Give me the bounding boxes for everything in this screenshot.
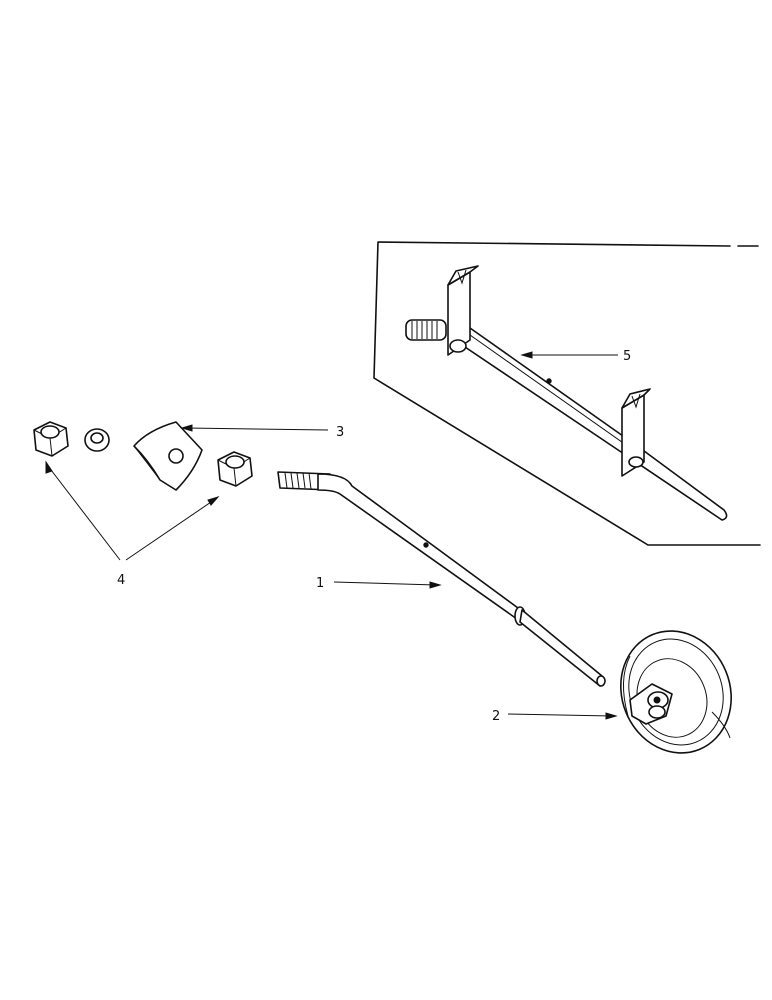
part-4-hex-nut-left [33, 421, 69, 457]
part-5-shaft-with-brackets [405, 265, 728, 521]
part-5-right-bracket [621, 388, 651, 477]
part-4-hex-nut-right [217, 451, 253, 487]
callout-part-1: 1 [316, 576, 324, 591]
leader-lines [45, 351, 618, 720]
part-5-threaded-stud [405, 319, 447, 341]
part-4-lock-washer [84, 428, 110, 452]
callout-part-5: 5 [623, 349, 631, 364]
callout-part-2: 2 [492, 709, 500, 724]
part-5-left-bracket [447, 265, 479, 356]
part-3-curved-plate [133, 421, 203, 491]
inset-detail-frame [373, 241, 761, 546]
part-1-bent-rod [277, 471, 606, 687]
callout-part-3: 3 [336, 425, 344, 440]
part-2-hub-clamp [629, 683, 673, 725]
part-2-wheel [620, 630, 732, 754]
callout-part-4: 4 [117, 573, 125, 588]
